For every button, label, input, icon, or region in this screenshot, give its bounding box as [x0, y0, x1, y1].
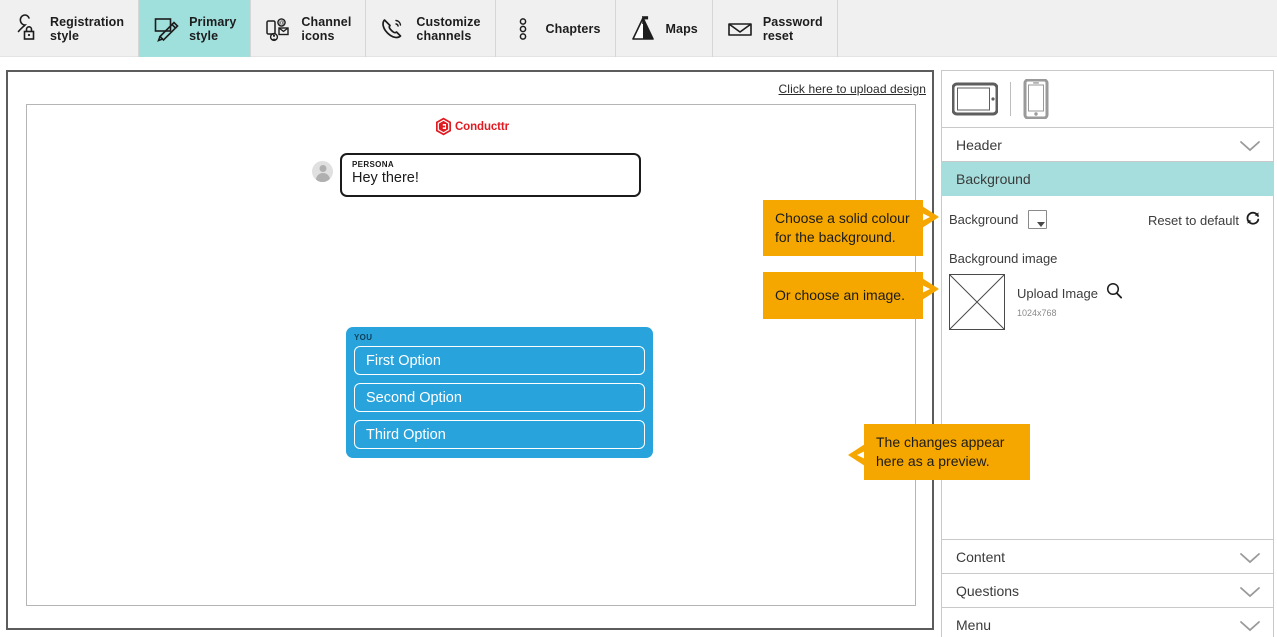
image-placeholder-icon[interactable] — [949, 274, 1005, 330]
upload-image-group: Upload Image 1024x768 — [1017, 274, 1123, 318]
reset-to-default-label: Reset to default — [1147, 213, 1239, 228]
refresh-icon — [1245, 210, 1261, 231]
section-header-background[interactable]: Background — [941, 162, 1274, 196]
callout-choose-solid-colour: Choose a solid colour for the background… — [763, 200, 939, 256]
callout-text: Or choose an image. — [775, 287, 905, 303]
background-settings-body: Background Reset to default Background i… — [941, 196, 1274, 540]
search-icon[interactable] — [1106, 282, 1123, 304]
upload-design-row: Click here to upload design — [779, 80, 926, 98]
pencil-design-icon — [151, 14, 181, 44]
chat-preview-canvas: Conducttr PERSONA Hey there! YOU First O… — [26, 104, 916, 606]
tablet-view-icon[interactable] — [952, 82, 998, 116]
toolbar-item-channel-icons[interactable]: @ Channel icons — [251, 0, 367, 57]
persona-message-bubble: PERSONA Hey there! — [340, 153, 641, 197]
conducttr-hex-logo-icon — [435, 117, 452, 136]
chevron-down-icon — [1239, 139, 1261, 151]
persona-message-text: Hey there! — [352, 170, 419, 186]
option-button-1[interactable]: First Option — [354, 346, 645, 375]
design-preview-panel: Click here to upload design Conducttr — [6, 70, 934, 630]
map-flag-mountain-icon — [628, 14, 658, 44]
section-header-questions[interactable]: Questions — [941, 574, 1274, 608]
chevron-down-icon — [1239, 551, 1261, 563]
phone-signal-icon — [378, 14, 408, 44]
chapters-dots-icon — [508, 14, 538, 44]
callout-changes-preview: The changes appear here as a preview. — [848, 424, 1030, 480]
section-label: Menu — [956, 616, 992, 633]
background-colour-label: Background — [949, 212, 1019, 227]
toolbar-item-label: Primary style — [189, 14, 237, 43]
toolbar-item-registration-style[interactable]: Registration style — [0, 0, 140, 57]
chevron-down-icon — [1239, 619, 1261, 631]
callout-arrow-right-icon — [922, 206, 940, 233]
phone-view-icon[interactable] — [1023, 79, 1049, 119]
callout-choose-image: Or choose an image. — [763, 272, 939, 319]
brand-logo: Conducttr — [27, 117, 915, 136]
section-header-header[interactable]: Header — [941, 128, 1274, 162]
option-button-3[interactable]: Third Option — [354, 420, 645, 449]
toolbar-item-customize-channels[interactable]: Customize channels — [366, 0, 496, 57]
you-sender-tag: YOU — [354, 333, 373, 342]
toolbar-item-label: Password reset — [762, 14, 823, 43]
device-separator — [1010, 82, 1011, 116]
style-settings-panel: Header Background Background Reset to de… — [941, 70, 1274, 637]
persona-avatar — [312, 161, 333, 182]
envelope-icon — [725, 14, 755, 44]
device-preview-toggle — [941, 70, 1274, 128]
you-options-block: YOU First Option Second Option Third Opt… — [346, 327, 653, 458]
toolbar-item-password-reset[interactable]: Password reset — [713, 0, 838, 57]
background-image-label: Background image — [949, 251, 1058, 266]
section-header-content[interactable]: Content — [941, 540, 1274, 574]
background-image-row: Upload Image 1024x768 — [949, 274, 1259, 330]
persona-message-row: PERSONA Hey there! — [312, 153, 641, 197]
section-label: Header — [956, 136, 1002, 153]
toolbar-item-maps[interactable]: Maps — [616, 0, 713, 57]
persona-sender-tag: PERSONA — [352, 160, 395, 169]
toolbar-item-label: Customize channels — [416, 14, 481, 43]
background-colour-swatch[interactable] — [1028, 210, 1048, 229]
option-button-2[interactable]: Second Option — [354, 383, 645, 412]
upload-image-line: Upload Image — [1017, 282, 1123, 304]
callout-arrow-right-icon — [922, 278, 940, 305]
chevron-down-icon — [1239, 585, 1261, 597]
callout-arrow-left-icon — [847, 444, 865, 471]
background-colour-row: Background — [949, 210, 1259, 229]
svg-text:@: @ — [279, 21, 285, 27]
toolbar-item-chapters[interactable]: Chapters — [496, 0, 616, 57]
section-header-menu[interactable]: Menu — [941, 608, 1274, 637]
toolbar-item-label: Registration style — [50, 14, 125, 43]
image-dimensions-hint: 1024x768 — [1017, 308, 1057, 318]
toolbar-item-label: Chapters — [545, 21, 601, 36]
registration-lock-icon — [12, 13, 42, 44]
upload-image-label[interactable]: Upload Image — [1017, 285, 1098, 301]
reset-to-default-button[interactable]: Reset to default — [1148, 210, 1261, 231]
callout-text: Choose a solid colour for the background… — [775, 210, 910, 245]
section-label: Background — [956, 170, 1031, 187]
toolbar-item-label: Channel icons — [301, 14, 352, 43]
top-toolbar: Registration style Primary style @ — [0, 0, 1277, 57]
channel-devices-icon: @ — [263, 14, 293, 44]
upload-design-link[interactable]: Click here to upload design — [778, 82, 926, 96]
toolbar-item-label: Maps — [665, 21, 698, 36]
toolbar-item-primary-style[interactable]: Primary style — [139, 0, 252, 57]
callout-text: The changes appear here as a preview. — [876, 434, 1005, 469]
brand-name: Conducttr — [454, 120, 510, 133]
section-label: Questions — [956, 582, 1020, 599]
section-label: Content — [956, 548, 1006, 565]
